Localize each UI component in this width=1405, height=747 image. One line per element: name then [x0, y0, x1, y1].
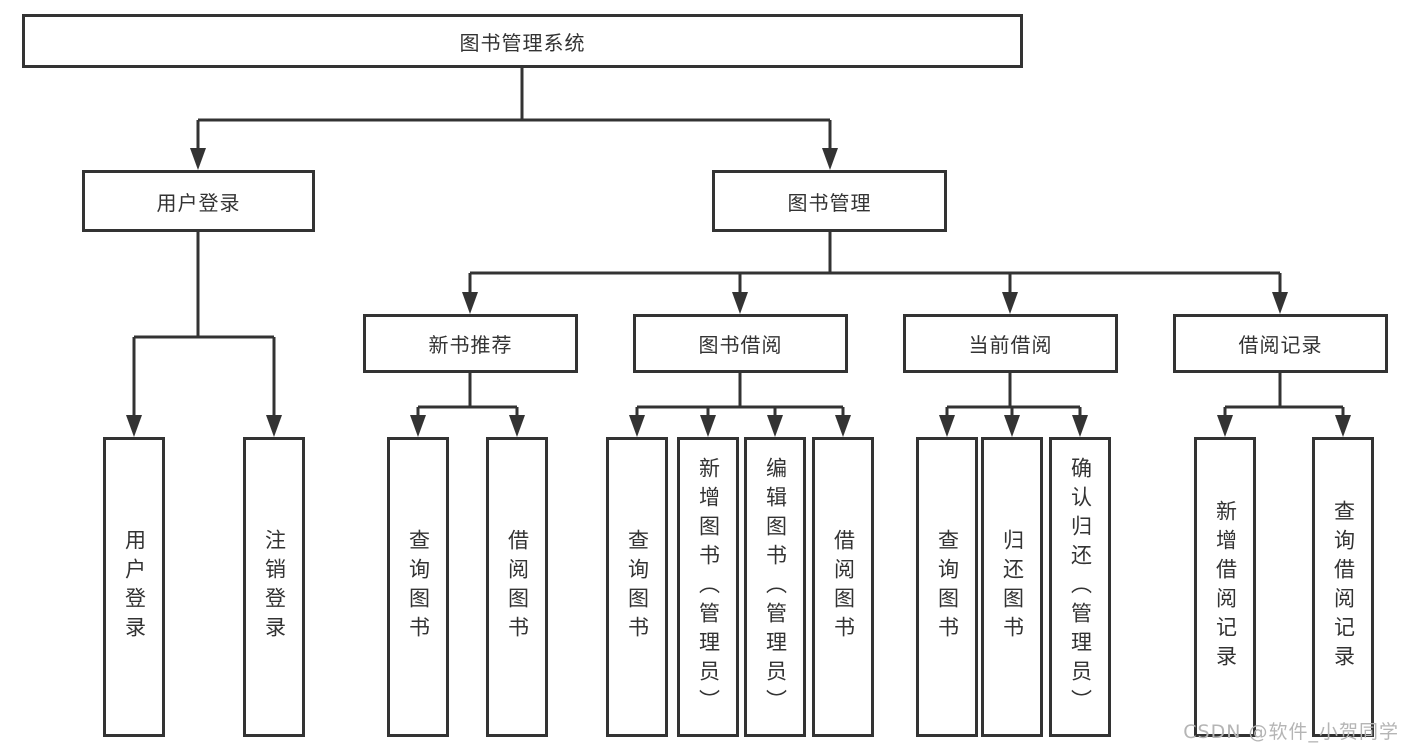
leaf-return-books-label: 归还图书: [1000, 529, 1025, 645]
leaf-borrow-books-recommend: 借阅图书: [486, 437, 548, 737]
leaf-borrow-books-recommend-label: 借阅图书: [505, 529, 530, 645]
arrowhead: [509, 415, 525, 437]
node-current-borrowing-label: 当前借阅: [968, 333, 1053, 357]
arrowhead: [1272, 292, 1288, 314]
node-borrowing-records: 借阅记录: [1173, 314, 1388, 373]
leaf-user-login-label: 用户登录: [122, 529, 147, 645]
leaf-add-books-admin: 新增图书（管理员）: [677, 437, 739, 737]
leaf-borrow-books-label: 借阅图书: [831, 529, 856, 645]
arrowhead: [410, 415, 426, 437]
node-book-borrowing: 图书借阅: [633, 314, 848, 373]
arrowhead: [732, 292, 748, 314]
leaf-query-borrow-record: 查询借阅记录: [1312, 437, 1374, 737]
node-book-borrowing-label: 图书借阅: [698, 333, 783, 357]
leaf-query-books-borrowing-label: 查询图书: [625, 529, 650, 645]
node-root-label: 图书管理系统: [459, 30, 586, 55]
leaf-borrow-books: 借阅图书: [812, 437, 874, 737]
arrowhead: [266, 415, 282, 437]
arrowhead: [1002, 292, 1018, 314]
arrowhead: [1004, 415, 1020, 437]
leaf-user-login: 用户登录: [103, 437, 165, 737]
leaf-query-books-current-label: 查询图书: [935, 529, 960, 645]
leaf-confirm-return-admin: 确认归还（管理员）: [1049, 437, 1111, 737]
arrowhead: [767, 415, 783, 437]
leaf-add-books-admin-label: 新增图书（管理员）: [696, 456, 721, 718]
arrowhead: [1217, 415, 1233, 437]
node-book-management-label: 图书管理: [787, 190, 872, 215]
leaf-confirm-return-admin-label: 确认归还（管理员）: [1068, 456, 1093, 718]
leaf-query-books-recommend: 查询图书: [387, 437, 449, 737]
leaf-logout: 注销登录: [243, 437, 305, 737]
arrowhead: [1072, 415, 1088, 437]
node-new-book-recommend-label: 新书推荐: [428, 333, 513, 357]
node-current-borrowing: 当前借阅: [903, 314, 1118, 373]
leaf-add-borrow-record: 新增借阅记录: [1194, 437, 1256, 737]
arrowhead: [190, 148, 206, 170]
leaf-logout-label: 注销登录: [262, 529, 287, 645]
leaf-query-books-borrowing: 查询图书: [606, 437, 668, 737]
leaf-query-books-recommend-label: 查询图书: [406, 529, 431, 645]
arrowhead: [835, 415, 851, 437]
csdn-watermark: CSDN @软件_小贺同学: [1183, 721, 1399, 743]
arrowhead: [822, 148, 838, 170]
leaf-add-borrow-record-label: 新增借阅记录: [1213, 500, 1238, 674]
leaf-query-borrow-record-label: 查询借阅记录: [1331, 500, 1356, 674]
node-book-management: 图书管理: [712, 170, 947, 232]
arrowhead: [126, 415, 142, 437]
arrowhead: [629, 415, 645, 437]
node-root: 图书管理系统: [22, 14, 1023, 68]
leaf-query-books-current: 查询图书: [916, 437, 978, 737]
leaf-edit-books-admin: 编辑图书（管理员）: [744, 437, 806, 737]
node-new-book-recommend: 新书推荐: [363, 314, 578, 373]
leaf-return-books: 归还图书: [981, 437, 1043, 737]
leaf-edit-books-admin-label: 编辑图书（管理员）: [763, 456, 788, 718]
node-user-login-label: 用户登录: [156, 190, 241, 215]
node-borrowing-records-label: 借阅记录: [1238, 333, 1323, 357]
arrowhead: [462, 292, 478, 314]
arrowhead: [1335, 415, 1351, 437]
node-user-login: 用户登录: [82, 170, 315, 232]
arrowhead: [939, 415, 955, 437]
arrowhead: [700, 415, 716, 437]
